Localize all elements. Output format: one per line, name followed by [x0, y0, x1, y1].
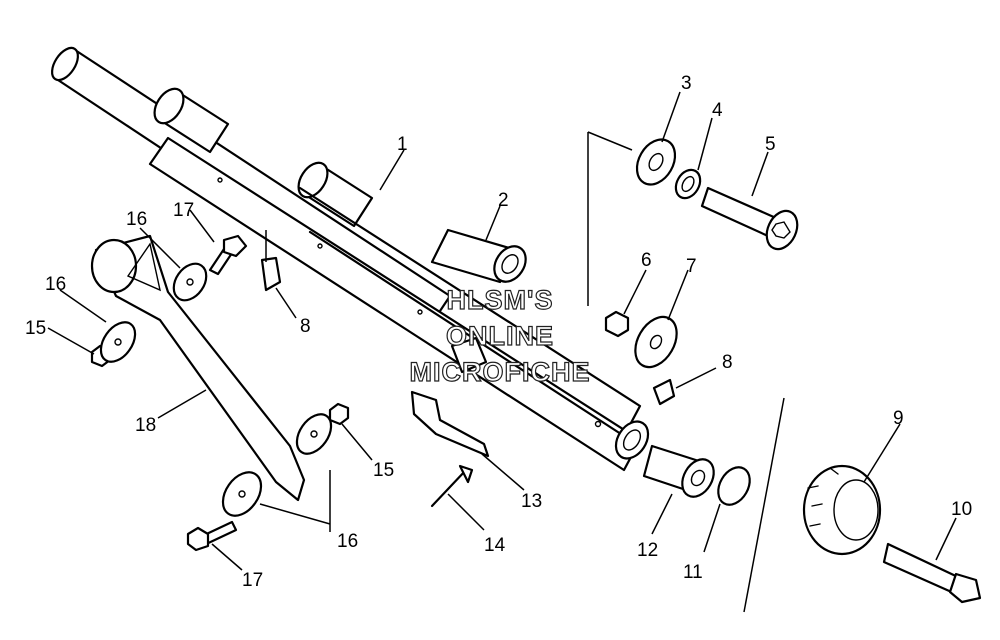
- part-18-strap-link: [90, 234, 306, 502]
- callout-2: 2: [498, 190, 509, 211]
- callout-14: 14: [484, 535, 506, 556]
- callout-labels: 1 2 3 4 5 6 7 8 8 9 10 11 12 13 14 15 15…: [25, 73, 972, 591]
- part-8-grease-fitting-lower: [652, 378, 676, 406]
- watermark-line-3: MICROFICHE: [410, 357, 591, 387]
- part-16-washer-b: [99, 321, 137, 363]
- callout-11: 11: [683, 562, 703, 583]
- callout-5: 5: [765, 134, 776, 155]
- callout-18: 18: [135, 415, 156, 436]
- part-17-bolt-upper: [208, 234, 248, 276]
- callout-9: 9: [893, 408, 904, 429]
- callout-16-left: 16: [45, 274, 66, 295]
- callout-17-upper: 17: [173, 200, 194, 221]
- callout-4: 4: [712, 100, 723, 121]
- part-12-bearing-sleeve: [642, 444, 715, 498]
- callout-8-left: 8: [300, 316, 311, 337]
- part-2-bushing: [430, 228, 527, 284]
- section-divider-line: [743, 397, 785, 613]
- part-14-rivet: [430, 464, 474, 508]
- callout-8-right: 8: [722, 352, 733, 373]
- watermark-line-1: HLSM'S: [447, 285, 554, 315]
- part-16-washer-d: [221, 471, 263, 517]
- part-7-washer: [634, 315, 678, 369]
- part-3-washer: [635, 138, 677, 186]
- callout-13: 13: [521, 491, 542, 512]
- callout-15-right: 15: [373, 460, 394, 481]
- callout-1: 1: [397, 134, 408, 155]
- part-15-nut-right: [328, 402, 350, 426]
- callout-6: 6: [641, 250, 652, 271]
- part-11-snap-ring: [717, 466, 751, 506]
- part-17-bolt-lower: [186, 520, 238, 552]
- part-16-washer-c: [295, 413, 333, 455]
- part-5-shoulder-bolt: [700, 186, 799, 251]
- watermark: HLSM'S ONLINE MICROFICHE: [409, 284, 591, 387]
- part-9-hub: [802, 464, 882, 556]
- part-8-grease-fitting-upper: [260, 230, 282, 292]
- callout-16-lower: 16: [337, 531, 358, 552]
- part-6-nut: [604, 310, 630, 338]
- part-1-frame-tube: [50, 46, 650, 472]
- part-16-washer-a: [172, 262, 208, 302]
- leader-lines: [47, 91, 957, 571]
- part-10-bolt: [882, 542, 982, 604]
- part-13-bracket: [410, 390, 490, 458]
- callout-15-left: 15: [25, 318, 46, 339]
- callout-3: 3: [681, 73, 692, 94]
- watermark-line-2: ONLINE: [446, 321, 554, 351]
- callout-10: 10: [951, 499, 972, 520]
- part-4-lock-washer: [674, 168, 702, 200]
- callout-7: 7: [686, 256, 697, 277]
- group-bracket-line: [587, 131, 633, 306]
- callout-17-lower: 17: [242, 570, 263, 591]
- callout-12: 12: [637, 540, 658, 561]
- callout-16-upper: 16: [126, 209, 147, 230]
